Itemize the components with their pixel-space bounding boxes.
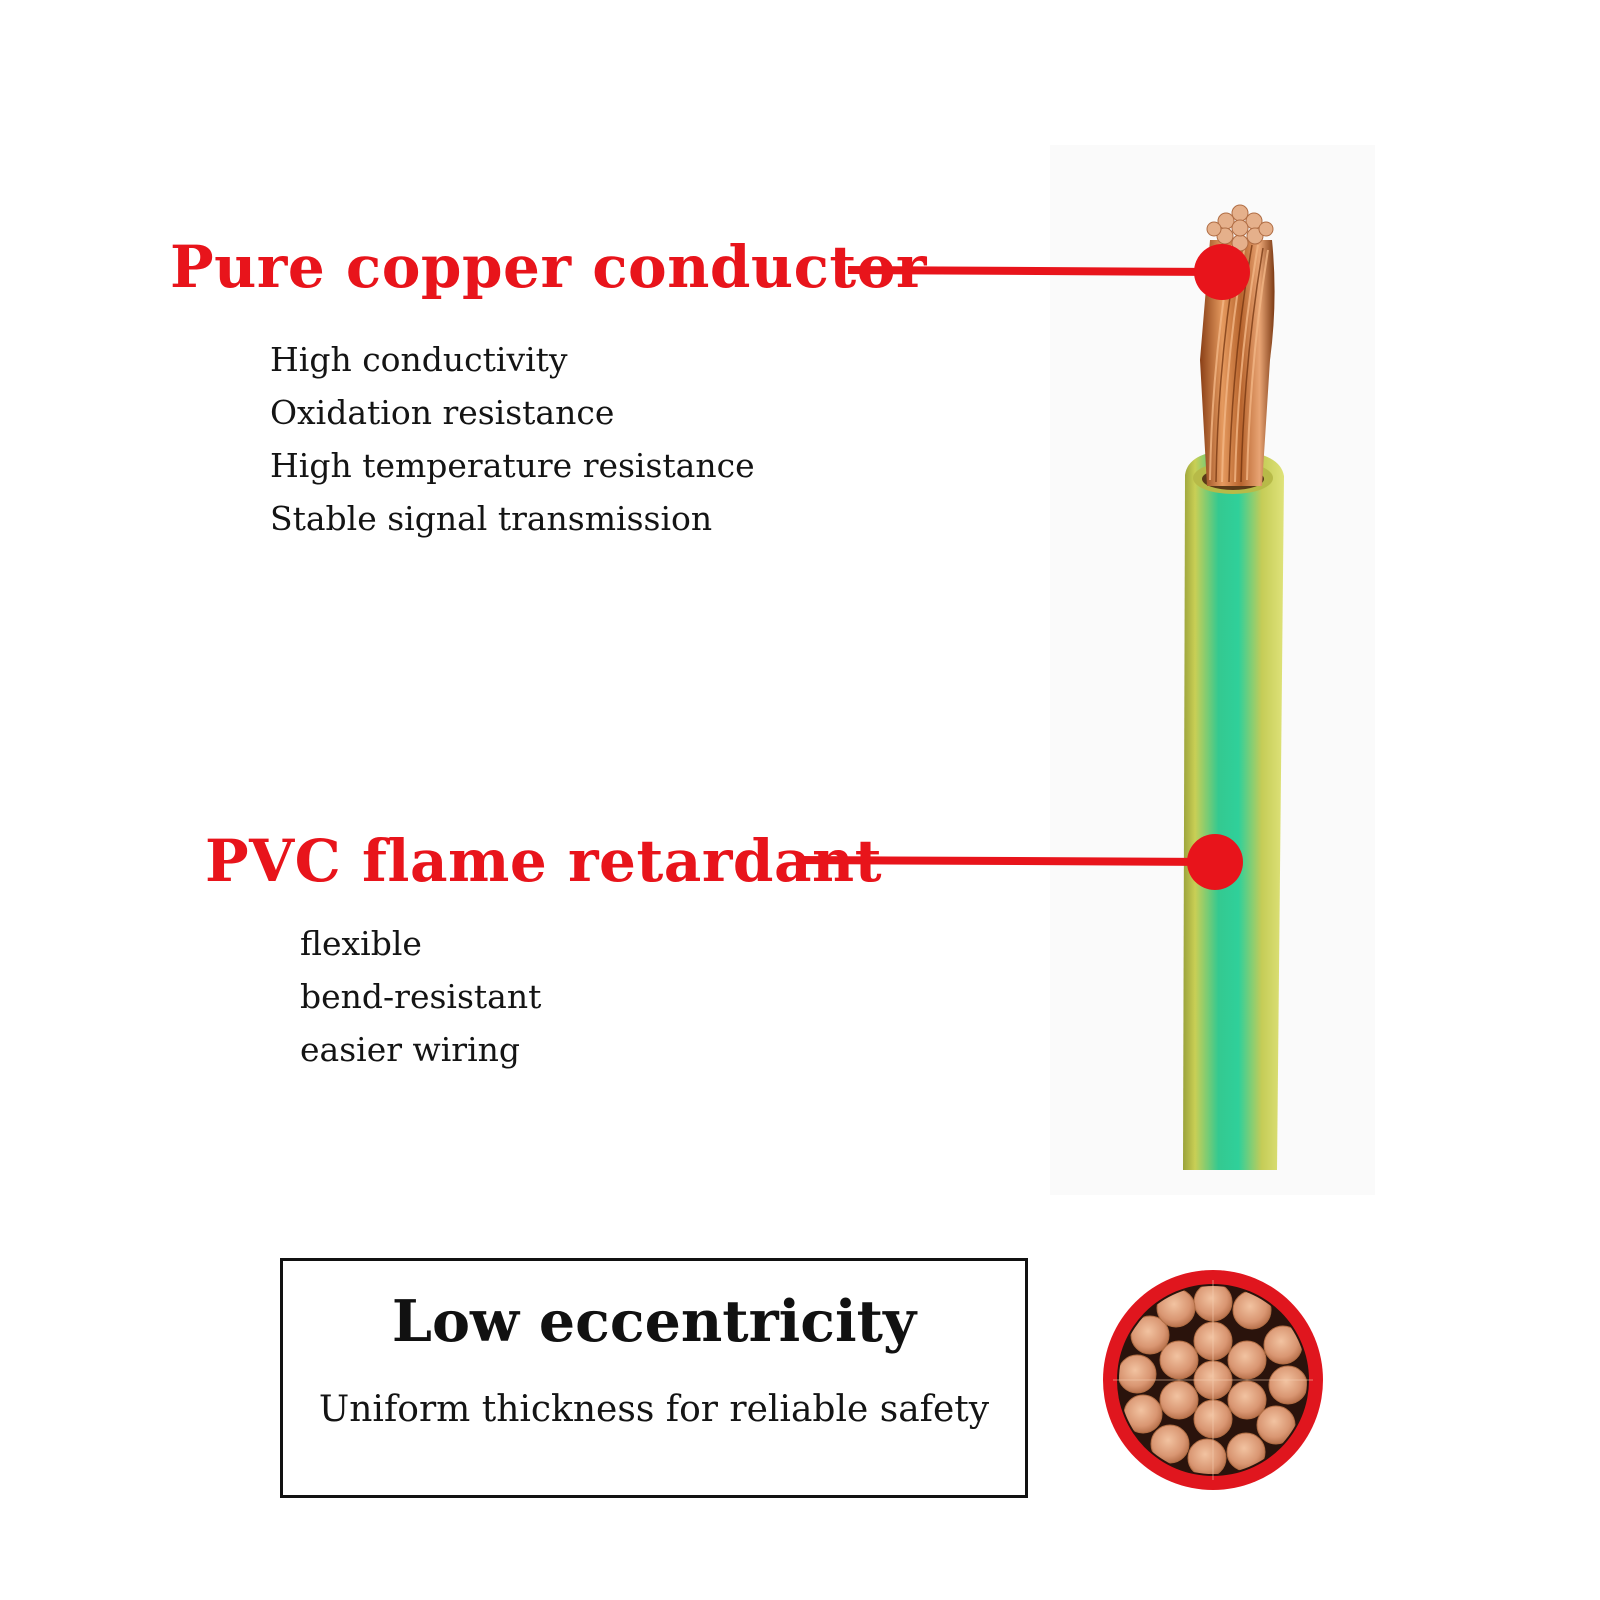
insulation-leader-line (796, 834, 1243, 890)
copper-strands (1200, 204, 1275, 486)
callout-box: Low eccentricity Uniform thickness for r… (280, 1258, 1028, 1498)
list-item: High conductivity (270, 340, 568, 379)
list-item: High temperature resistance (270, 446, 755, 485)
list-item: bend-resistant (300, 977, 542, 1016)
insulation-feature-list: flexible bend-resistant easier wiring (300, 917, 541, 1076)
list-item: flexible (300, 924, 422, 963)
list-item: Oxidation resistance (270, 393, 615, 432)
callout-title: Low eccentricity (391, 1288, 917, 1355)
list-item: easier wiring (300, 1030, 520, 1069)
cable-sheath (1183, 450, 1284, 1170)
cable-cross-section-icon (1103, 1270, 1323, 1490)
conductor-leader-line (847, 244, 1250, 300)
list-item: Stable signal transmission (270, 499, 713, 538)
insulation-heading: PVC flame retardant (205, 827, 882, 895)
conductor-feature-list: High conductivity Oxidation resistance H… (270, 333, 755, 545)
conductor-heading: Pure copper conductor (170, 233, 927, 301)
callout-subtitle: Uniform thickness for reliable safety (318, 1388, 990, 1430)
